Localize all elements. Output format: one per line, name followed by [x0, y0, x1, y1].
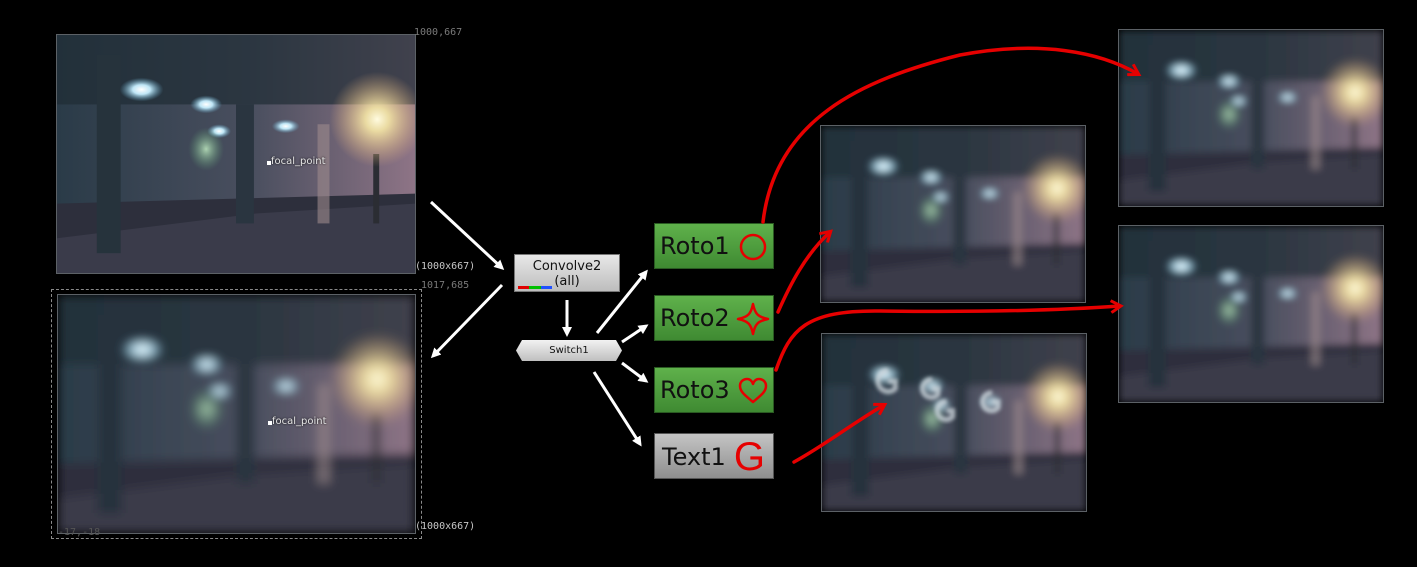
roto3-node[interactable]: Roto3 [654, 367, 774, 413]
channel-indicator [518, 286, 552, 289]
viewer-coord-label: 1000,667 [414, 27, 463, 38]
bbox-origin-label: -17,-18 [58, 527, 101, 538]
roto1-node[interactable]: Roto1 [654, 223, 774, 269]
source-viewer[interactable]: focal_point [56, 34, 416, 274]
convolve-channels-label: (all) [554, 274, 580, 289]
blurred-image [58, 295, 415, 533]
bbox-coord-label: 1017,685 [421, 280, 470, 291]
output-bounding-box [51, 289, 422, 539]
convolve-node-label: Convolve2 [532, 259, 602, 274]
roto3-node-label: Roto3 [660, 376, 730, 404]
result-viewer[interactable]: focal_point [57, 294, 416, 534]
text-bokeh-result [821, 333, 1087, 512]
text-glyph-icon: G [733, 435, 765, 479]
heart-bokeh-result [1118, 225, 1384, 403]
switch-node-label: Switch1 [549, 345, 589, 356]
star-icon [736, 302, 770, 336]
star-bokeh-image [821, 126, 1085, 302]
arrow-to-result-viewer [430, 283, 504, 359]
arrow-switch-to-roto3 [621, 361, 649, 383]
circle-bokeh-image [1119, 30, 1383, 206]
convolve-node[interactable]: Convolve2 (all) [514, 254, 620, 292]
heart-icon [738, 377, 768, 404]
text1-node[interactable]: Text1 G [654, 433, 774, 479]
roto2-node-label: Roto2 [660, 304, 730, 332]
switch-node[interactable]: Switch1 [516, 340, 622, 361]
roto2-node[interactable]: Roto2 [654, 295, 774, 341]
star-bokeh-result [820, 125, 1086, 303]
circle-bokeh-result [1118, 29, 1384, 207]
text-bokeh-image [822, 334, 1086, 511]
arrow-switch-to-roto2 [621, 324, 649, 344]
roto1-node-label: Roto1 [660, 232, 730, 260]
arrow-to-convolve [429, 200, 505, 271]
text1-node-label: Text1 [662, 443, 726, 471]
circle-icon [739, 233, 767, 261]
arrow-switch-to-text1 [592, 371, 642, 447]
viewer-resolution-label: (1000x667) [415, 261, 476, 272]
focal-point-marker[interactable]: focal_point [267, 156, 326, 167]
focal-point-marker[interactable]: focal_point [268, 416, 327, 427]
source-image [57, 35, 415, 273]
viewer-resolution-label: (1000x667) [415, 521, 476, 532]
heart-bokeh-image [1119, 226, 1383, 402]
